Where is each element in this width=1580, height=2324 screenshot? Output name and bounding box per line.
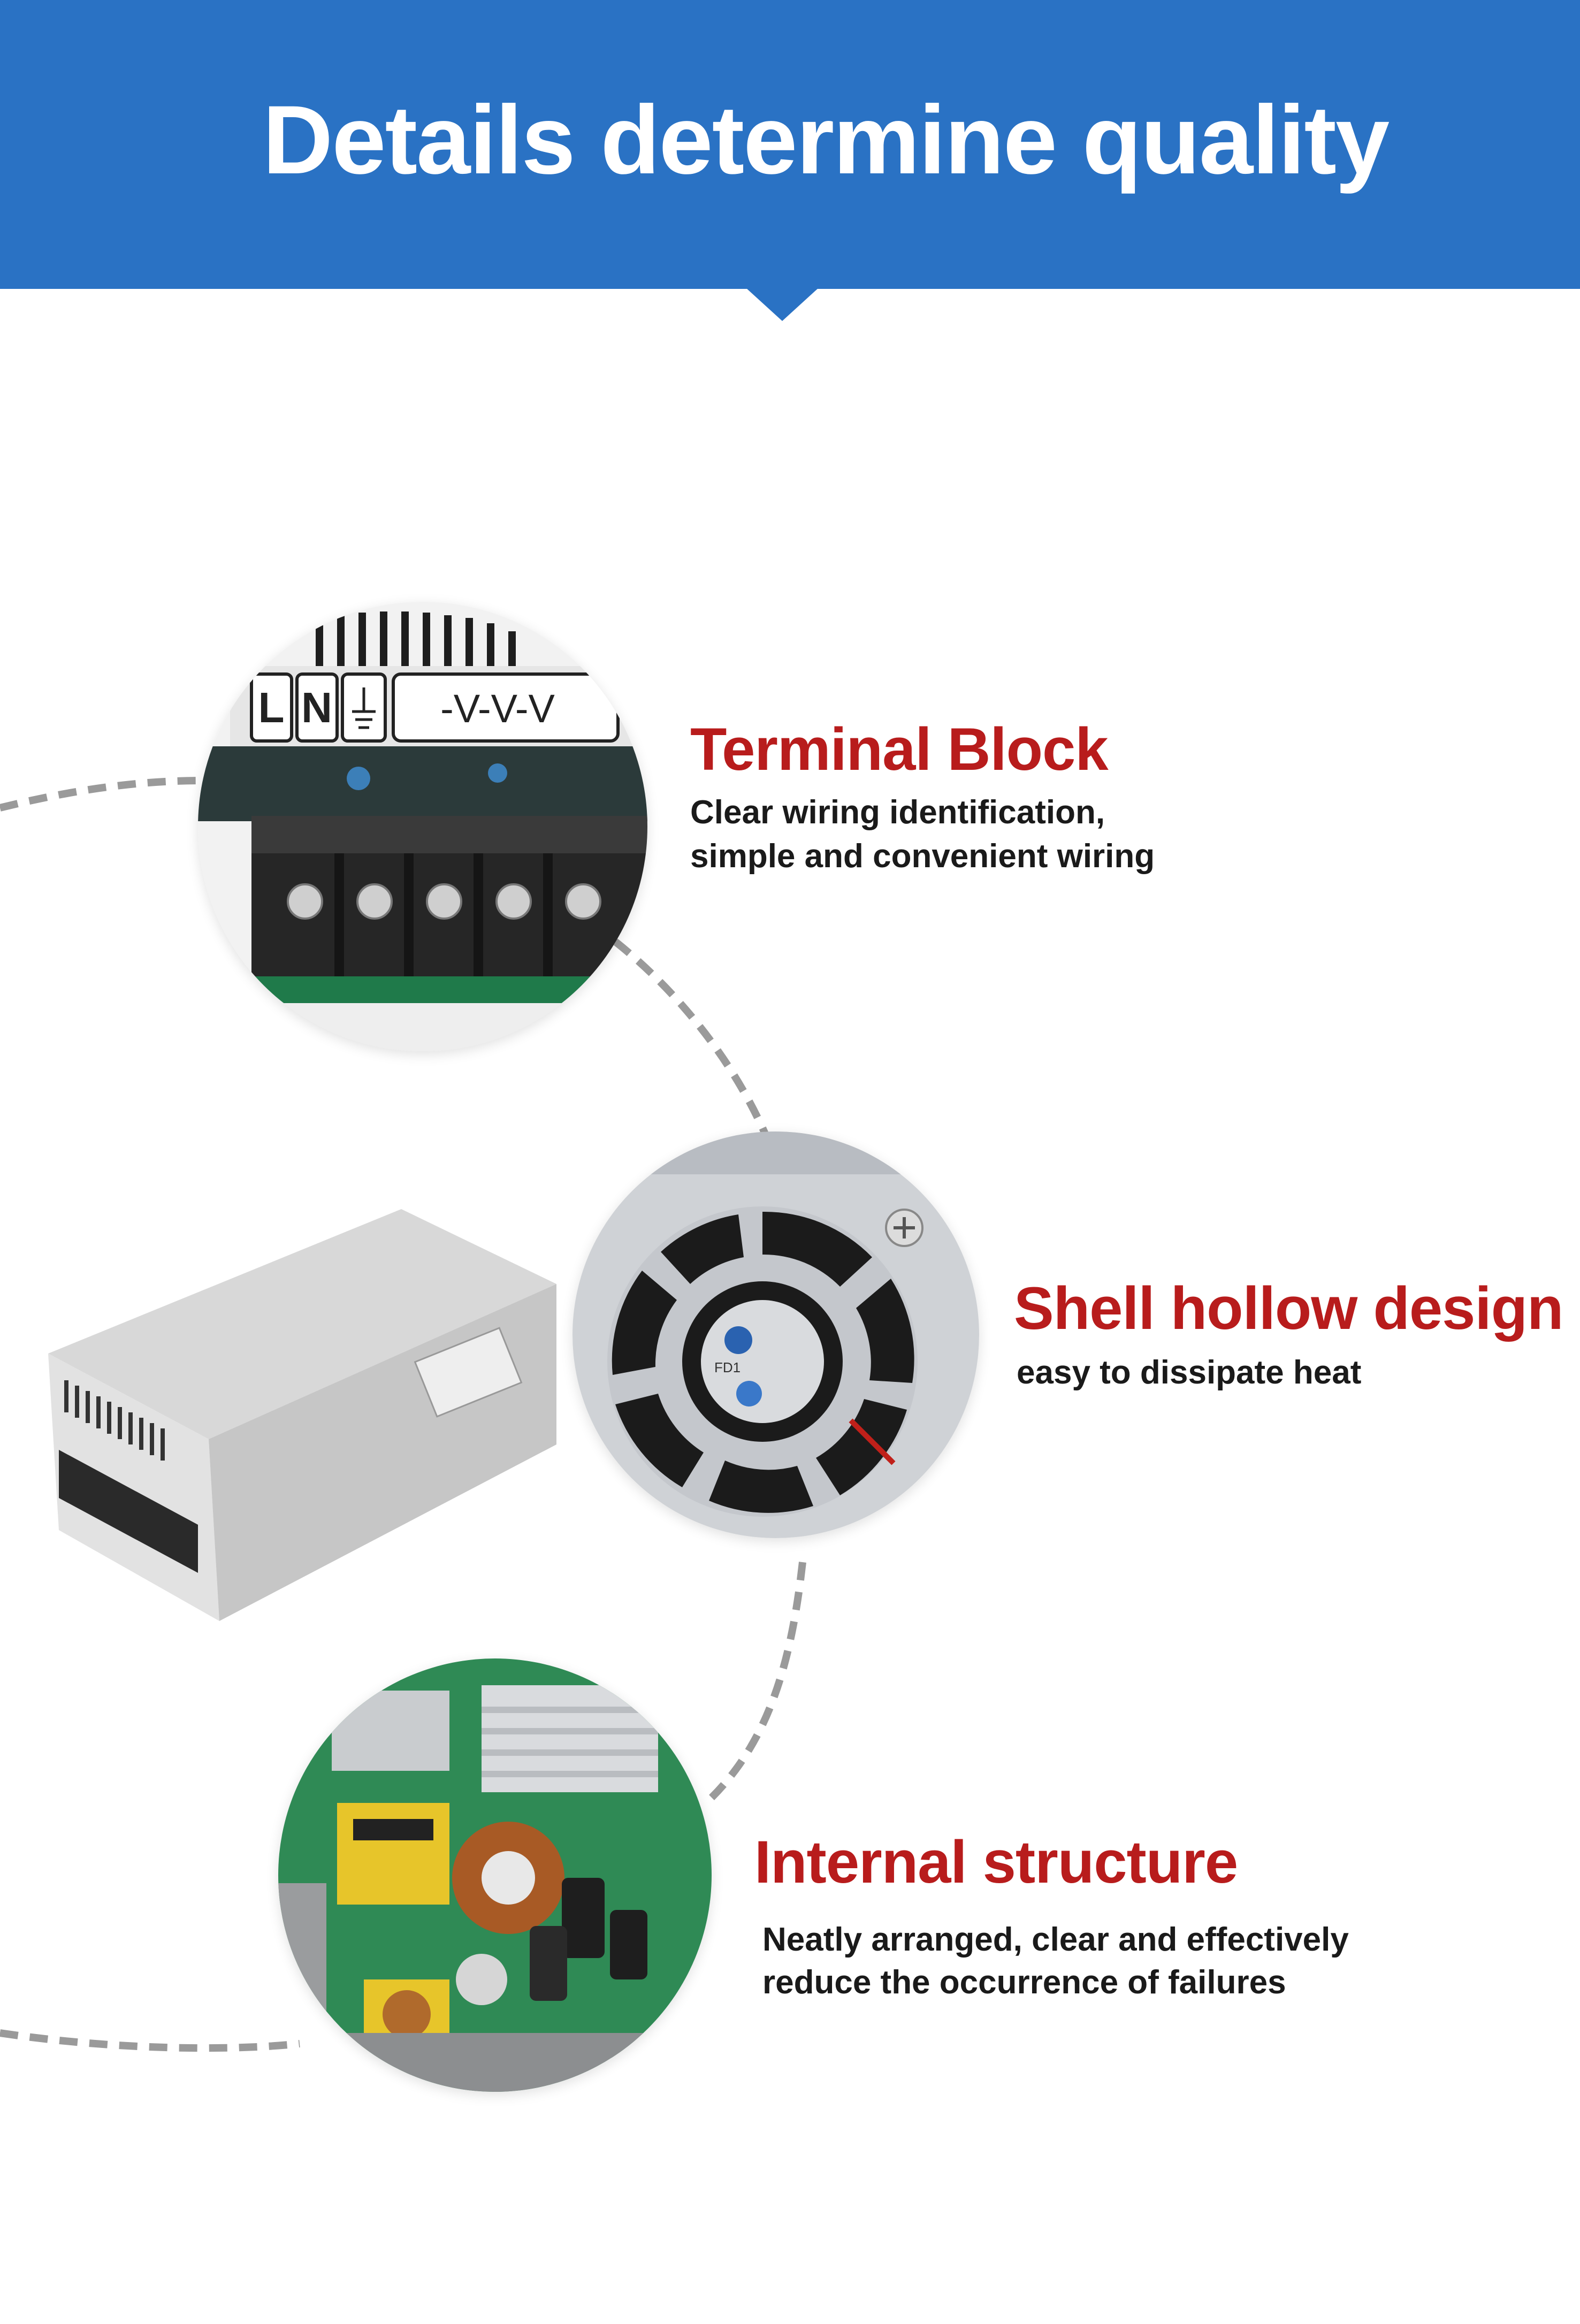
page-title: Details determine quality	[262, 85, 1390, 194]
feature-desc-terminal-block-line1: Clear wiring identification,	[690, 794, 1105, 831]
fan-grille-icon	[607, 1206, 918, 1517]
fan-label: FD1	[714, 1359, 741, 1375]
power-supply-photo	[48, 1209, 556, 1621]
terminal-label-n: N	[301, 684, 332, 731]
feature-desc-terminal-block-line2: simple and convenient wiring	[690, 838, 1155, 875]
terminal-block-photo: L N -V-V-V	[198, 602, 647, 1051]
header-pointer	[746, 288, 819, 321]
header-banner	[0, 0, 1580, 289]
feature-desc-internal-structure-line1: Neatly arranged, clear and effectively	[762, 1921, 1349, 1958]
feature-title-terminal-block: Terminal Block	[690, 716, 1109, 783]
feature-title-internal-structure: Internal structure	[754, 1829, 1238, 1895]
terminal-label-v: -V-V-V	[440, 686, 555, 731]
internal-structure-photo	[278, 1658, 712, 2092]
screw-icon	[885, 1209, 923, 1247]
feature-title-shell-hollow-design: Shell hollow design	[1014, 1275, 1563, 1342]
fan-grille-photo: FD1	[573, 1132, 979, 1538]
feature-desc-shell-hollow-design: easy to dissipate heat	[1017, 1354, 1362, 1391]
feature-desc-internal-structure-line2: reduce the occurrence of failures	[762, 1964, 1286, 2001]
ground-icon	[352, 687, 376, 729]
terminal-label-l: L	[258, 684, 285, 731]
